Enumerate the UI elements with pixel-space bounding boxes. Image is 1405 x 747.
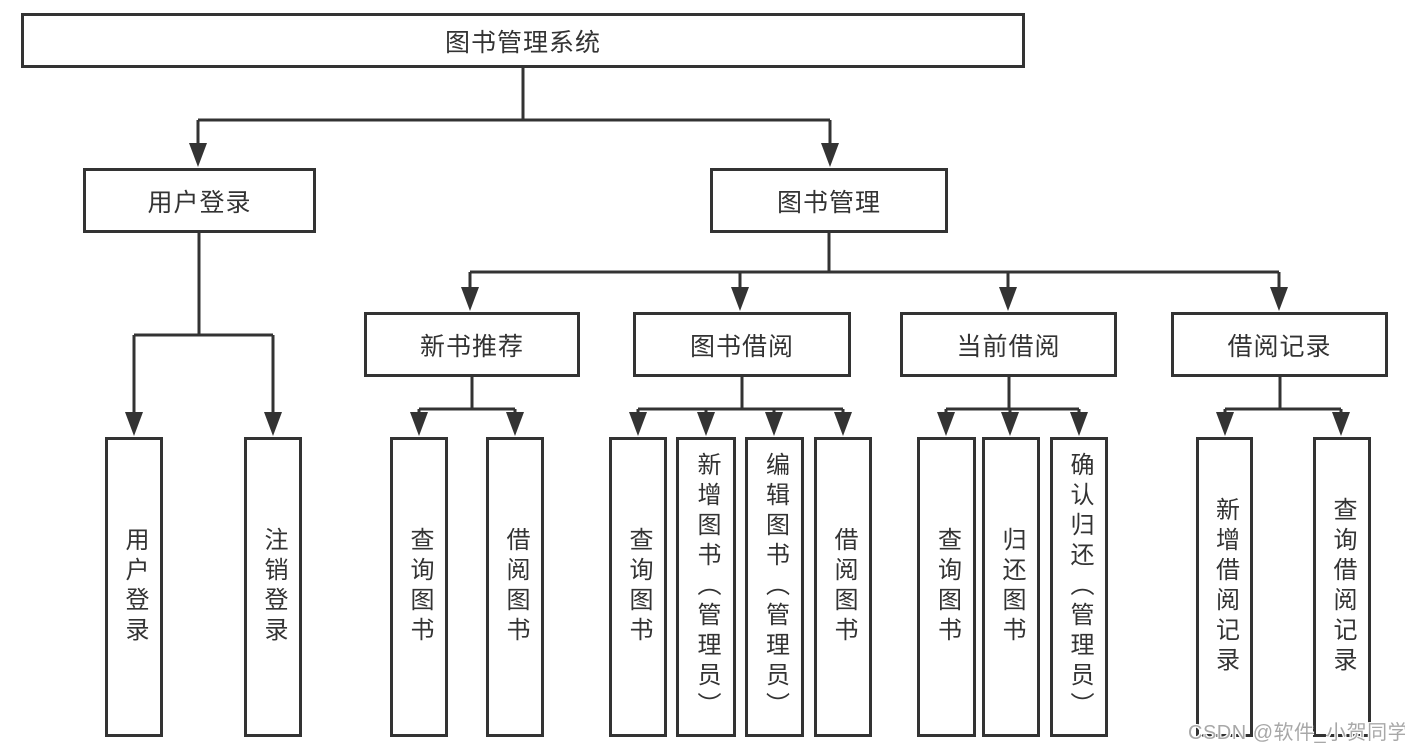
leaf-label: 用户登录 <box>121 527 148 647</box>
leaf-label: 查询图书 <box>933 527 961 647</box>
leaf-borrow-books: 借阅图书 <box>814 437 872 737</box>
leaf-label: 编辑图书（管理员） <box>761 452 789 722</box>
leaf-query-borrow-record: 查询借阅记录 <box>1313 437 1371 737</box>
leaf-query-books-current: 查询图书 <box>917 437 976 737</box>
leaf-label: 查询图书 <box>625 527 652 647</box>
leaf-label: 查询借阅记录 <box>1329 497 1356 677</box>
leaf-confirm-return-admin: 确认归还（管理员） <box>1050 437 1108 737</box>
node-book-management: 图书管理 <box>710 168 948 233</box>
leaf-label: 确认归还（管理员） <box>1066 452 1093 722</box>
leaf-label: 借阅图书 <box>830 527 857 647</box>
leaf-label: 新增借阅记录 <box>1211 497 1239 677</box>
node-book-borrow: 图书借阅 <box>633 312 851 377</box>
leaf-user-login: 用户登录 <box>105 437 163 737</box>
leaf-borrow-books-recommend: 借阅图书 <box>486 437 544 737</box>
leaf-label: 新增图书（管理员） <box>693 452 720 722</box>
leaf-label: 归还图书 <box>998 527 1025 647</box>
node-user-login: 用户登录 <box>83 168 316 233</box>
leaf-query-books-borrow: 查询图书 <box>609 437 667 737</box>
leaf-add-books-admin: 新增图书（管理员） <box>676 437 736 737</box>
leaf-return-books: 归还图书 <box>982 437 1040 737</box>
node-borrow-records: 借阅记录 <box>1171 312 1388 377</box>
leaf-logout: 注销登录 <box>244 437 302 737</box>
leaf-label: 借阅图书 <box>502 527 529 647</box>
csdn-watermark: CSDN @软件_小贺同学 <box>1188 722 1405 744</box>
leaf-add-borrow-record: 新增借阅记录 <box>1196 437 1253 737</box>
leaf-label: 查询图书 <box>406 527 433 647</box>
leaf-label: 注销登录 <box>260 527 287 647</box>
leaf-edit-books-admin: 编辑图书（管理员） <box>745 437 804 737</box>
node-root-system: 图书管理系统 <box>21 13 1025 68</box>
node-current-borrow: 当前借阅 <box>900 312 1117 377</box>
node-new-book-recommend: 新书推荐 <box>364 312 580 377</box>
leaf-query-books-recommend: 查询图书 <box>390 437 448 737</box>
